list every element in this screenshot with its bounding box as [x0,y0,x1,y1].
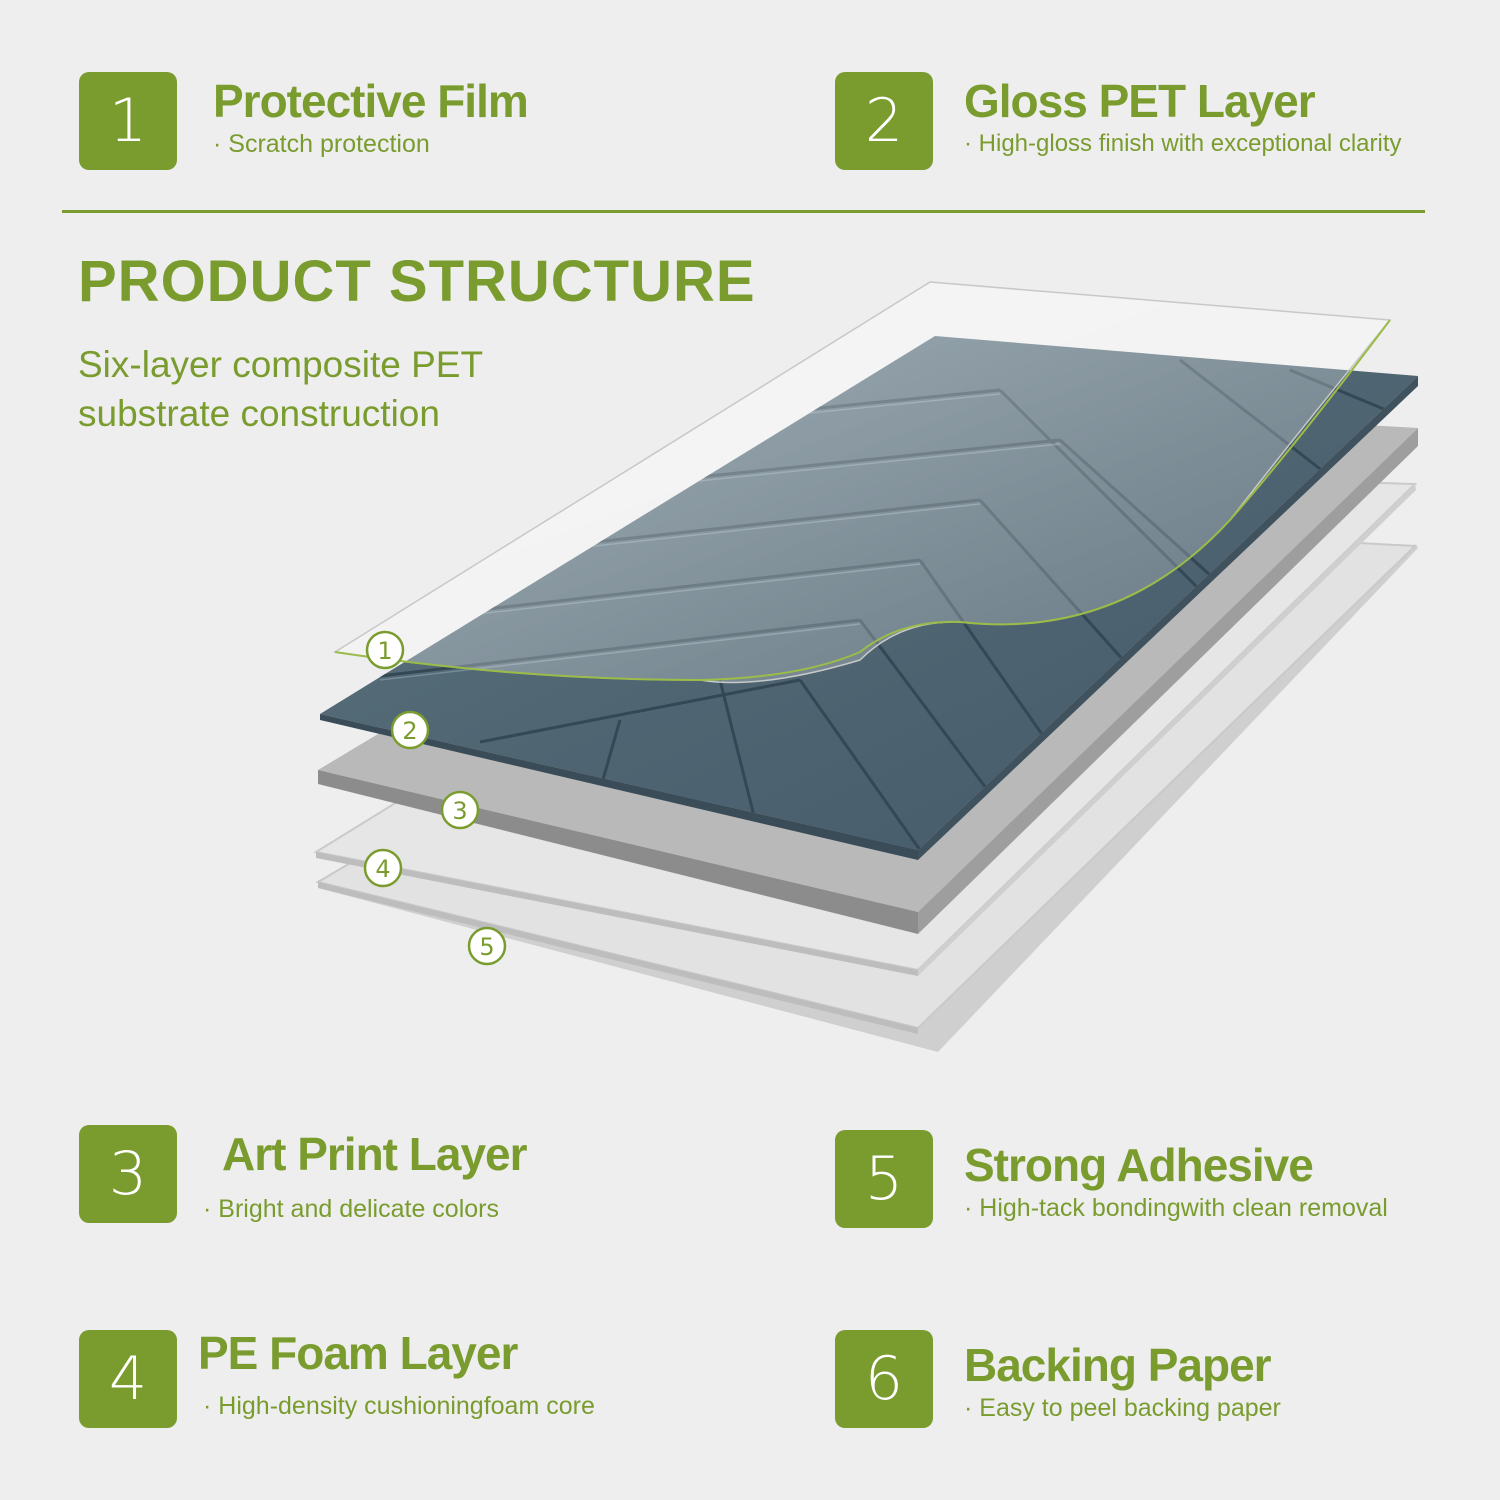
page-heading: PRODUCT STRUCTURE [78,249,756,314]
feature-title: Protective Film [213,75,529,127]
feature-subtitle: Easy to peel backing paper [964,1394,1281,1423]
feature-number-badge: 2 [835,72,933,170]
svg-text:3: 3 [452,797,467,825]
marker-1: 1 [365,630,405,670]
svg-text:5: 5 [479,933,494,961]
page-subheading: Six-layer composite PET substrate constr… [78,344,483,434]
feature-title: Gloss PET Layer [964,75,1316,127]
feature-number-badge: 4 [79,1330,177,1428]
marker-3: 3 [440,790,480,830]
feature-title: Strong Adhesive [964,1139,1314,1191]
feature-subtitle: Bright and delicate colors [203,1195,499,1224]
feature-title: Backing Paper [964,1339,1272,1391]
marker-2: 2 [390,710,430,750]
svg-text:4: 4 [375,855,390,883]
feature-subtitle: High-density cushioningfoam core [203,1392,595,1421]
feature-subtitle: High-tack bondingwith clean removal [964,1194,1388,1223]
feature-title: Art Print Layer [222,1128,528,1180]
feature-number-badge: 1 [79,72,177,170]
feature-number-badge: 6 [835,1330,933,1428]
marker-5: 5 [467,926,507,966]
section-divider [62,210,1425,213]
feature-title: PE Foam Layer [198,1327,518,1379]
marker-4: 4 [363,848,403,888]
feature-number-badge: 3 [79,1125,177,1223]
svg-text:2: 2 [402,717,417,745]
svg-text:1: 1 [377,637,392,665]
feature-number-badge: 5 [835,1130,933,1228]
feature-subtitle: Scratch protection [213,130,430,159]
feature-subtitle: High-gloss finish with exceptional clari… [964,130,1402,158]
